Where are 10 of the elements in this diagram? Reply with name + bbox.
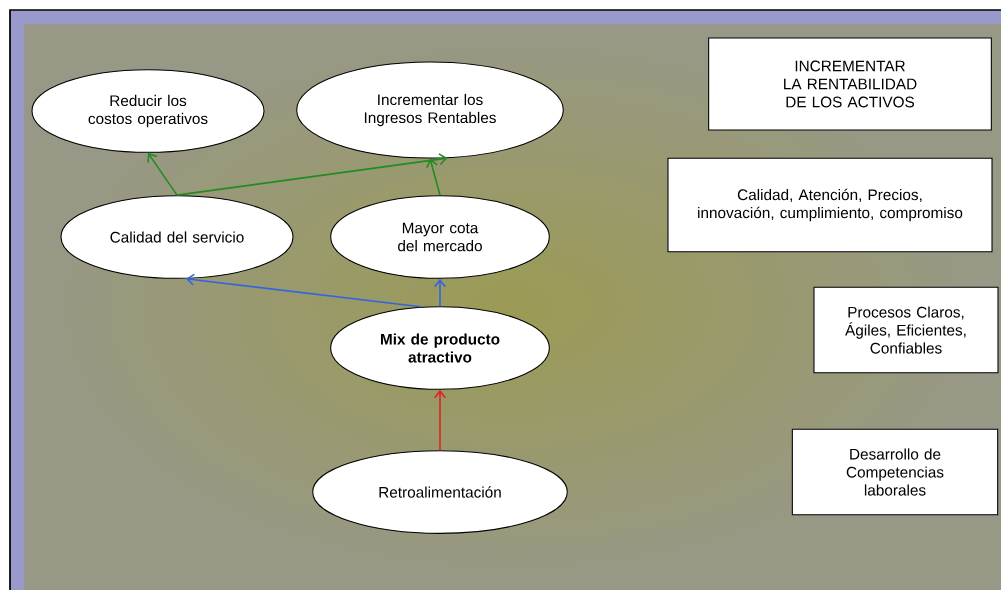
- text-box: Desarrollo de Competencias laborales: [791, 428, 999, 516]
- text-box: Calidad, Atención, Precios, innovación, cumplimiento, compromiso: [667, 157, 993, 253]
- text-box: Procesos Claros, Ágiles, Eficientes, Confiables: [813, 286, 999, 374]
- arrow: [426, 158, 441, 196]
- arrow: [147, 152, 178, 196]
- arrow: [433, 278, 447, 307]
- arrow: [176, 153, 448, 196]
- text-box: INCREMENTAR LA RENTABILIDAD DE LOS ACTIVOS: [708, 37, 992, 131]
- arrow: [185, 273, 422, 308]
- arrow: [433, 389, 447, 451]
